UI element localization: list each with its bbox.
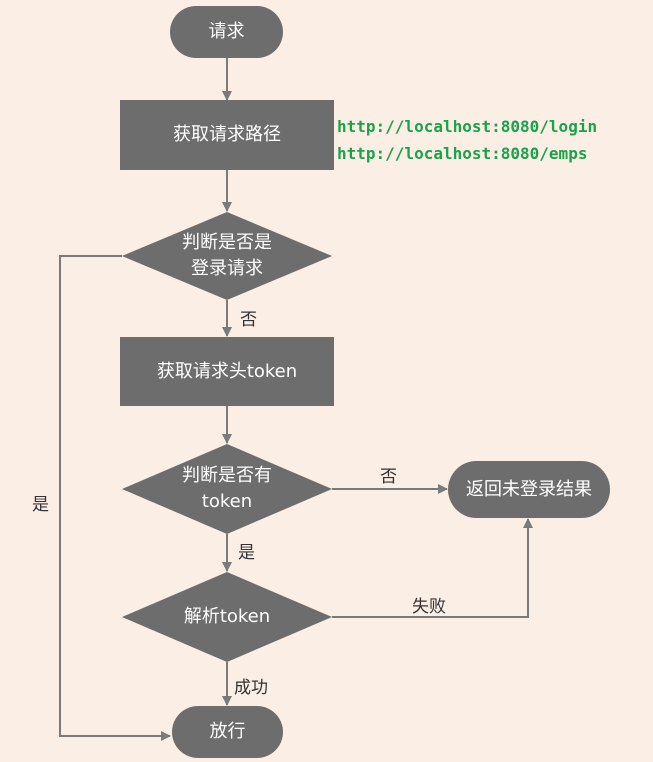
- decision-is-login-shape: [122, 212, 332, 300]
- node-is-login-text: 判断是否是 登录请求: [122, 226, 332, 286]
- decision-parse-token-label: 解析token: [183, 606, 271, 627]
- edge-label-login-yes: 是: [32, 495, 49, 515]
- edge-label-token-yes: 是: [238, 543, 255, 563]
- node-parse-token-text: 解析token: [122, 587, 332, 647]
- node-has-token-text: 判断是否有 token: [122, 459, 332, 519]
- arrow-login-yes: [59, 255, 171, 741]
- decision-is-login-line2: 登录请求: [191, 258, 263, 279]
- edge-label-parse-success: 成功: [234, 678, 268, 698]
- url-login: http://localhost:8080/login: [337, 117, 598, 136]
- node-allow-label: 放行: [209, 721, 246, 742]
- node-get-token-label: 获取请求头token: [156, 360, 298, 382]
- node-start-label: 请求: [208, 21, 245, 42]
- node-get-token: 获取请求头token: [120, 337, 334, 406]
- node-not-logged-in: 返回未登录结果: [448, 461, 610, 518]
- arrow-parse-fail: [332, 518, 533, 618]
- node-not-logged-in-label: 返回未登录结果: [466, 478, 592, 500]
- node-allow: 放行: [172, 706, 283, 758]
- node-get-path: 获取请求路径: [120, 100, 334, 170]
- edge-label-parse-fail: 失败: [412, 597, 446, 617]
- decision-has-token-line2: token: [201, 491, 253, 512]
- decision-is-login-line1: 判断是否是: [182, 232, 272, 253]
- decision-has-token-shape: [122, 444, 332, 534]
- decision-has-token-line1: 判断是否有: [182, 465, 272, 486]
- url-emps: http://localhost:8080/emps: [337, 144, 588, 163]
- edge-label-token-no: 否: [380, 467, 397, 487]
- node-get-path-label: 获取请求路径: [173, 124, 281, 145]
- edge-label-login-no: 否: [240, 310, 257, 330]
- node-start-request: 请求: [170, 6, 283, 58]
- decision-parse-token-shape: [122, 572, 332, 662]
